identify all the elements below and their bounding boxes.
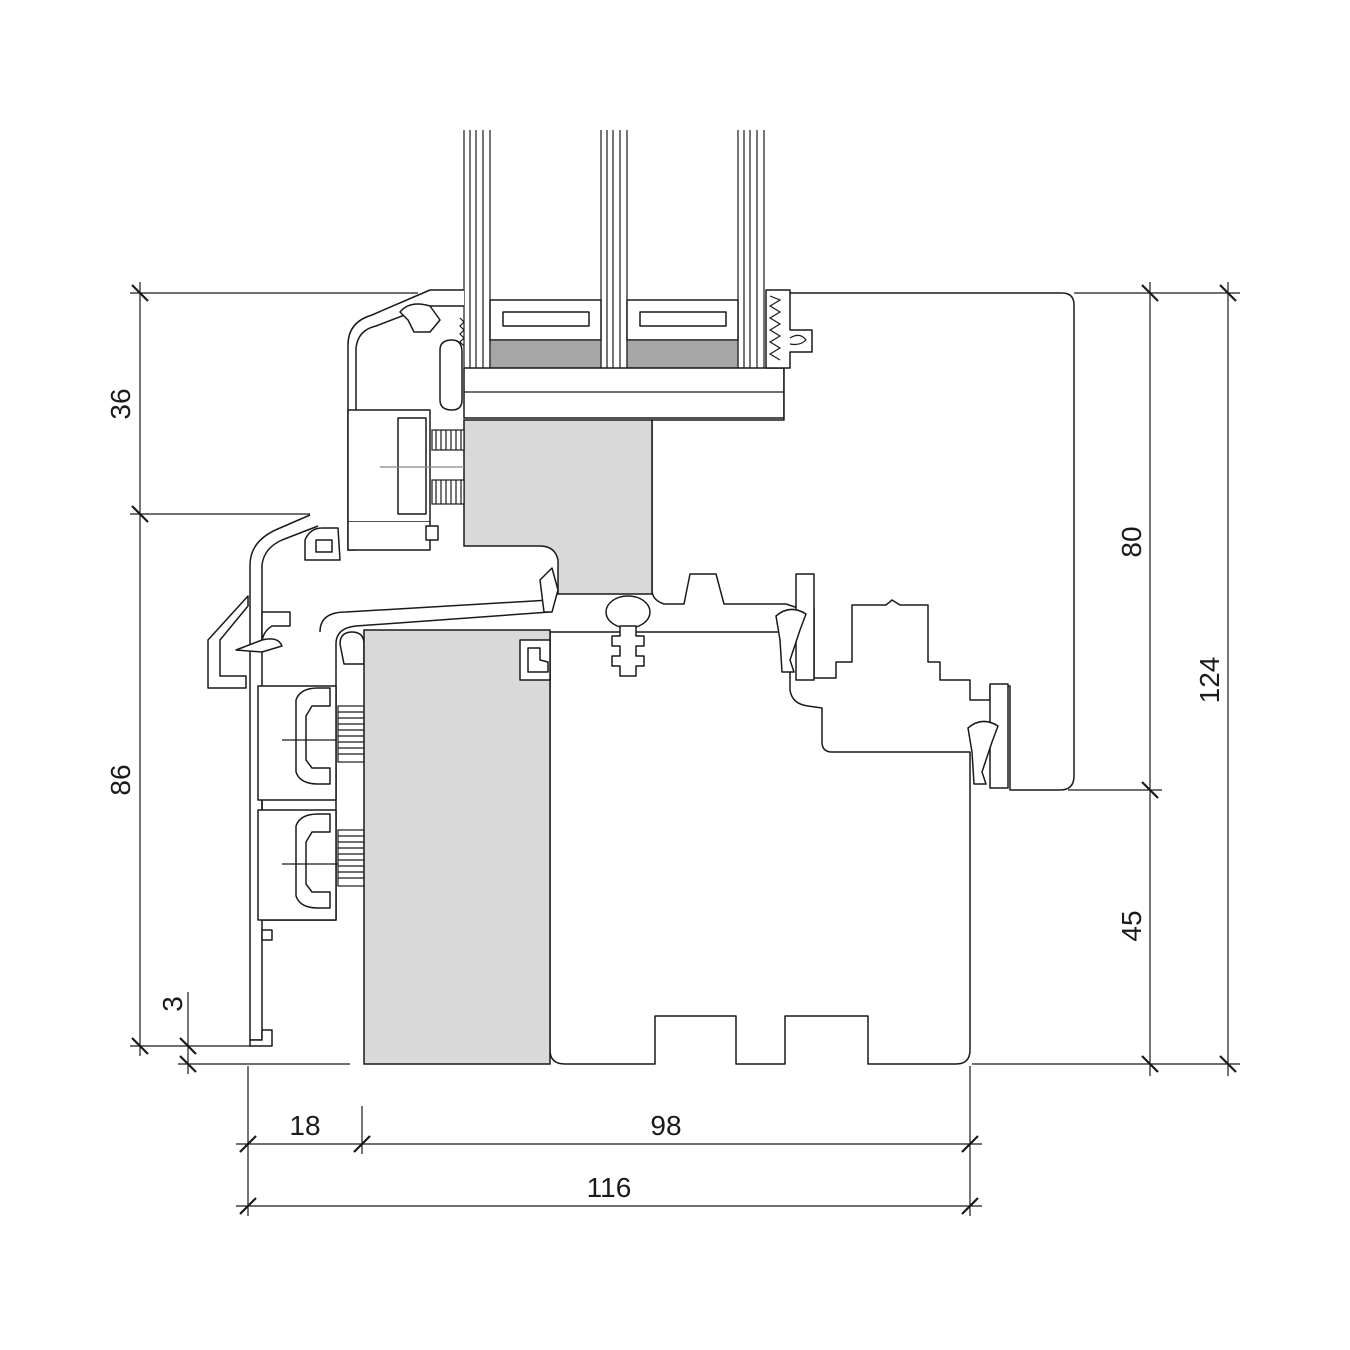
weather-drip-profile (207, 514, 341, 1047)
aluminium-sash-cladding (347, 289, 465, 551)
spacer-bar-left (489, 299, 602, 369)
glass-setting-block (463, 367, 785, 419)
spacer-bar-right (626, 299, 739, 369)
dimension-left-lower: 86 (105, 764, 136, 795)
dimension-left-upper: 36 (105, 388, 136, 419)
dimension-bottom-left: 18 (289, 1110, 320, 1141)
rebate-seal-lower (967, 683, 1009, 789)
frame-profile (549, 631, 971, 1065)
thermal-break-lower (337, 705, 365, 887)
triple-glazing (463, 130, 785, 419)
inner-seal-left (519, 567, 559, 681)
frame-insulation-core (363, 629, 551, 1065)
rebate-seal-middle (775, 573, 815, 681)
sash-insulation-core (463, 419, 653, 595)
dimension-right-total: 124 (1194, 657, 1225, 704)
dimension-right-lower: 45 (1116, 910, 1147, 941)
glass-pane-2 (600, 130, 628, 368)
dimension-left-offset: 3 (157, 996, 188, 1012)
thermal-break-upper (380, 429, 465, 505)
glass-pane-3 (737, 130, 765, 368)
dimension-bottom-total: 116 (587, 1172, 632, 1203)
sash-profile (651, 292, 1075, 791)
dimension-right-upper: 80 (1116, 526, 1147, 557)
glass-pane-1 (463, 130, 491, 368)
center-seal (605, 595, 651, 677)
glazing-seal-right (765, 289, 813, 369)
dimension-bottom-middle: 98 (650, 1110, 681, 1141)
dimension-lines (130, 282, 1240, 1216)
